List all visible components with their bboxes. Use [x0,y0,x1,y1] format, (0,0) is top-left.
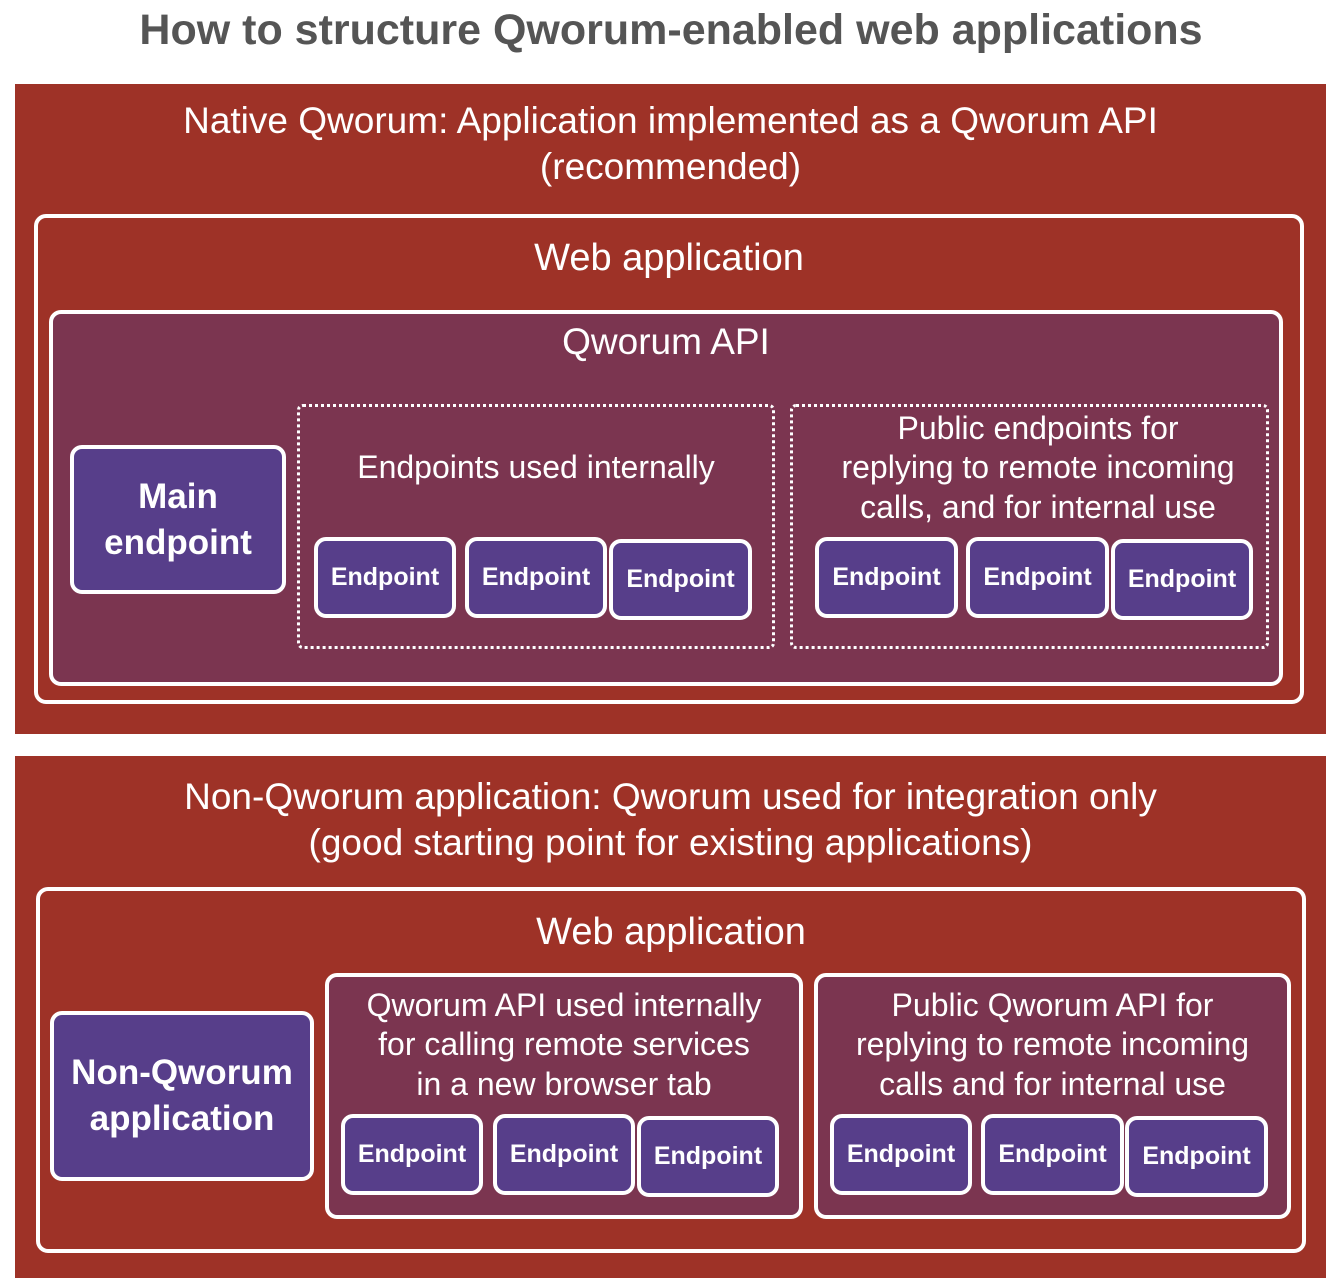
public-qworum-api-label-line3: calls and for internal use [879,1066,1226,1102]
non-qworum-application-label-line2: application [89,1099,275,1138]
public-endpoints-label-line3: calls, and for internal use [860,489,1216,525]
non-qworum-application-box: Non-Qworum application [50,1011,314,1181]
internal-qworum-api-label-line1: Qworum API used internally [366,987,762,1023]
main-endpoint-box: Main endpoint [70,445,286,594]
non-qworum-section-heading-line2: (good starting point for existing applic… [308,822,1033,863]
main-endpoint-label-line2: endpoint [104,522,252,562]
public-endpoints-label-line1: Public endpoints for [897,410,1179,446]
internal-api-endpoint-1: Endpoint [341,1114,483,1195]
internal-qworum-api-label-line2: for calling remote services [378,1026,750,1062]
internal-api-endpoint-3: Endpoint [637,1116,779,1197]
public-api-endpoint-3: Endpoint [1125,1116,1268,1197]
non-qworum-application-label-line1: Non-Qworum [71,1053,293,1092]
non-qworum-section-heading-line1: Non-Qworum application: Qworum used for … [184,776,1157,817]
internal-qworum-api-label-line3: in a new browser tab [416,1066,712,1102]
internal-endpoint-3: Endpoint [609,539,752,620]
public-api-endpoint-1: Endpoint [830,1114,972,1195]
public-endpoint-3: Endpoint [1111,539,1253,620]
internal-endpoint-1: Endpoint [314,537,456,618]
internal-endpoints-label: Endpoints used internally [357,449,715,485]
internal-endpoint-2: Endpoint [465,537,607,618]
qworum-api-label: Qworum API [562,321,770,362]
internal-api-endpoint-2: Endpoint [493,1114,635,1195]
public-qworum-api-label-line2: replying to remote incoming [855,1026,1250,1062]
main-endpoint-label-line1: Main [138,476,218,516]
public-endpoint-2: Endpoint [966,537,1109,618]
public-api-endpoint-2: Endpoint [981,1114,1124,1195]
public-endpoints-group [790,404,1269,649]
public-endpoint-1: Endpoint [815,537,958,618]
native-web-application-label: Web application [534,237,804,279]
non-qworum-web-application-label: Web application [536,911,806,953]
internal-endpoints-group [297,404,775,649]
native-section-heading-line1: Native Qworum: Application implemented a… [183,100,1158,141]
native-web-application-frame [34,214,1304,704]
public-qworum-api-label-line1: Public Qworum API for [891,987,1214,1023]
native-section-heading-line2: (recommended) [539,146,802,187]
public-endpoints-label-line2: replying to remote incoming [841,449,1235,485]
diagram-title: How to structure Qworum-enabled web appl… [139,6,1203,54]
non-qworum-web-application-frame [36,887,1306,1253]
